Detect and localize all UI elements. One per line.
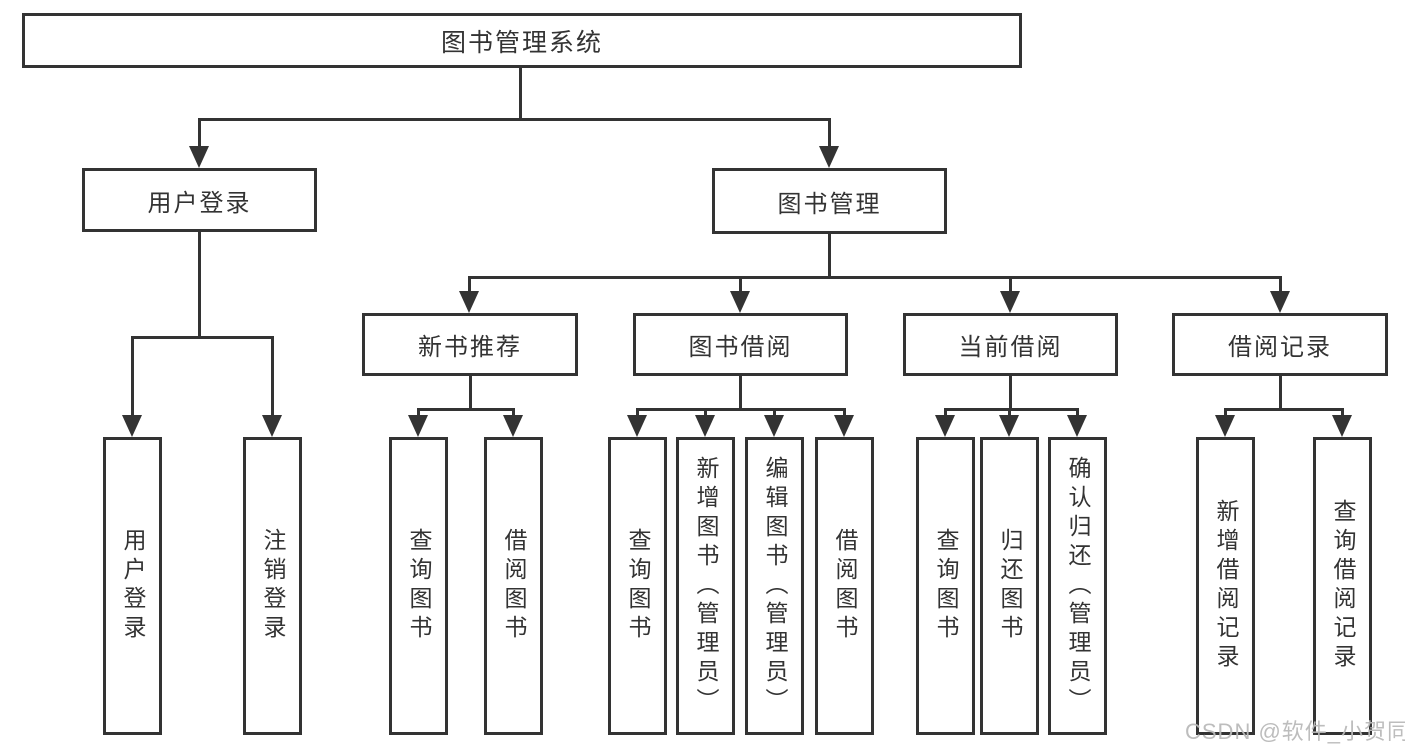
connector-line	[1341, 408, 1344, 415]
connector-line	[1009, 376, 1012, 408]
arrow-down-icon	[935, 415, 955, 437]
connector-line	[468, 276, 471, 291]
arrow-down-icon	[730, 291, 750, 313]
connector-line	[469, 276, 1282, 279]
connector-line	[199, 118, 831, 121]
leaf-add-book-admin: 新增图书（管理员）	[676, 437, 735, 735]
connector-line	[944, 408, 947, 415]
connector-line	[843, 408, 846, 415]
leaf-logout: 注销登录	[243, 437, 302, 735]
leaf-query-borrow-record: 查询借阅记录	[1313, 437, 1372, 735]
leaf-label: 确认归还（管理员）	[1065, 455, 1091, 717]
csdn-watermark: CSDN @软件_小贺同学	[1185, 719, 1405, 744]
leaf-label: 借阅图书	[832, 528, 858, 644]
connector-line	[417, 408, 515, 411]
arrow-down-icon	[819, 146, 839, 168]
arrow-down-icon	[1270, 291, 1290, 313]
connector-line	[944, 408, 1079, 411]
connector-line	[636, 408, 846, 411]
node-library-management-system: 图书管理系统	[22, 13, 1022, 68]
leaf-borrow-book-recommend: 借阅图书	[484, 437, 543, 735]
connector-line	[828, 234, 831, 276]
arrow-down-icon	[1000, 291, 1020, 313]
arrow-down-icon	[1215, 415, 1235, 437]
arrow-down-icon	[627, 415, 647, 437]
connector-line	[1009, 276, 1012, 291]
leaf-label: 新增借阅记录	[1213, 499, 1239, 673]
leaf-label: 用户登录	[120, 528, 146, 644]
node-current-borrowing: 当前借阅	[903, 313, 1118, 376]
leaf-label: 归还图书	[997, 528, 1023, 644]
node-book-borrowing: 图书借阅	[633, 313, 848, 376]
connector-line	[739, 276, 742, 291]
arrow-down-icon	[834, 415, 854, 437]
connector-line	[132, 336, 274, 339]
arrow-down-icon	[459, 291, 479, 313]
arrow-down-icon	[122, 415, 142, 437]
leaf-label: 查询图书	[933, 528, 959, 644]
arrow-down-icon	[1332, 415, 1352, 437]
connector-line	[417, 408, 420, 415]
leaf-query-book-borrowing: 查询图书	[608, 437, 667, 735]
leaf-label: 查询图书	[406, 528, 432, 644]
node-book-management: 图书管理	[712, 168, 947, 234]
arrow-down-icon	[262, 415, 282, 437]
leaf-label: 查询借阅记录	[1330, 499, 1356, 673]
connector-line	[198, 118, 201, 146]
node-user-login: 用户登录	[82, 168, 317, 232]
connector-line	[1224, 408, 1227, 415]
node-borrowing-records: 借阅记录	[1172, 313, 1388, 376]
leaf-query-book-recommend: 查询图书	[389, 437, 448, 735]
leaf-label: 注销登录	[260, 528, 286, 644]
connector-line	[512, 408, 515, 415]
connector-line	[271, 336, 274, 415]
leaf-label: 借阅图书	[501, 528, 527, 644]
arrow-down-icon	[503, 415, 523, 437]
leaf-label: 编辑图书（管理员）	[762, 455, 788, 717]
connector-line	[828, 118, 831, 146]
connector-line	[1279, 276, 1282, 291]
arrow-down-icon	[189, 146, 209, 168]
connector-line	[131, 336, 134, 415]
leaf-add-borrow-record: 新增借阅记录	[1196, 437, 1255, 735]
connector-line	[773, 408, 776, 415]
arrow-down-icon	[408, 415, 428, 437]
connector-line	[739, 376, 742, 408]
leaf-edit-book-admin: 编辑图书（管理员）	[745, 437, 804, 735]
arrow-down-icon	[764, 415, 784, 437]
connector-line	[636, 408, 639, 415]
leaf-confirm-return-admin: 确认归还（管理员）	[1048, 437, 1107, 735]
connector-line	[1279, 376, 1282, 408]
arrow-down-icon	[1067, 415, 1087, 437]
connector-line	[519, 68, 522, 118]
arrow-down-icon	[999, 415, 1019, 437]
connector-line	[469, 376, 472, 408]
leaf-label: 查询图书	[625, 528, 651, 644]
leaf-return-book: 归还图书	[980, 437, 1039, 735]
node-new-book-recommend: 新书推荐	[362, 313, 578, 376]
arrow-down-icon	[695, 415, 715, 437]
leaf-label: 新增图书（管理员）	[693, 455, 719, 717]
connector-line	[704, 408, 707, 415]
leaf-borrow-book: 借阅图书	[815, 437, 874, 735]
leaf-query-book-current: 查询图书	[916, 437, 975, 735]
connector-line	[198, 232, 201, 336]
connector-line	[1008, 408, 1011, 415]
connector-line	[1076, 408, 1079, 415]
connector-line	[1224, 408, 1344, 411]
leaf-user-login: 用户登录	[103, 437, 162, 735]
